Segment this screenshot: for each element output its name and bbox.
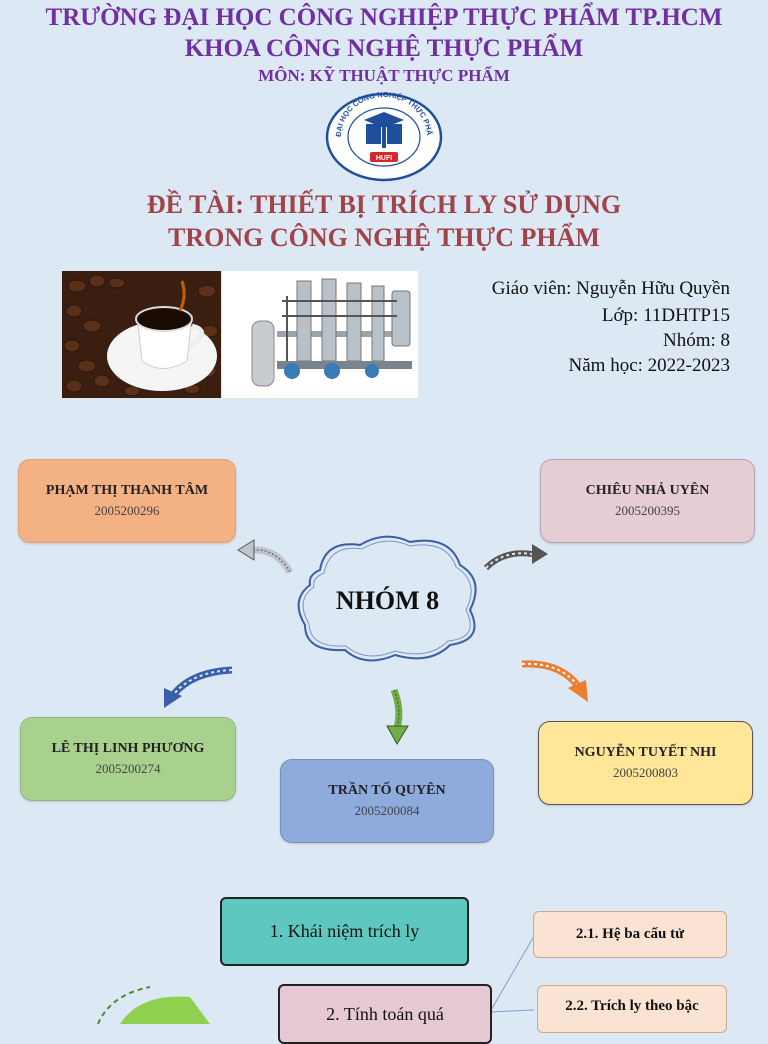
green-arrow-decoration bbox=[97, 986, 210, 1024]
member-id: 2005200395 bbox=[615, 503, 680, 518]
member-name: PHẠM THỊ THANH TÂM bbox=[45, 483, 209, 498]
topic-line-2: TRONG CÔNG NGHỆ THỰC PHẨM bbox=[168, 223, 600, 252]
member-id: 2005200803 bbox=[613, 765, 678, 780]
connector-lines bbox=[490, 935, 535, 1013]
member-name: NGUYỄN TUYẾT NHI bbox=[574, 745, 717, 760]
member-id: 2005200274 bbox=[95, 761, 161, 776]
university-logo: ĐẠI HỌC CÔNG NGHIỆP THỰC PHẨM TP.HỒ CHÍ … bbox=[324, 92, 443, 182]
topic-line-1: ĐỀ TÀI: THIẾT BỊ TRÍCH LY SỬ DỤNG bbox=[146, 190, 622, 219]
member-name: LÊ THỊ LINH PHƯƠNG bbox=[51, 741, 205, 756]
member-id: 2005200084 bbox=[354, 803, 420, 818]
member-name: CHIÊU NHẢ UYÊN bbox=[585, 483, 710, 498]
center-label: NHÓM 8 bbox=[335, 586, 440, 615]
arrow-to-member-5-icon bbox=[521, 660, 588, 702]
member-name: TRẦN TỐ QUYÊN bbox=[328, 783, 446, 798]
teacher-info: Giáo viên: Nguyễn Hữu Quyền bbox=[491, 278, 730, 299]
arrow-to-member-4-icon bbox=[386, 688, 409, 745]
member-card-tran-to-quyen: TRẦN TỐ QUYÊN 2005200084 bbox=[280, 759, 494, 843]
member-card-le-thi-linh-phuong: LÊ THỊ LINH PHƯƠNG 2005200274 bbox=[20, 717, 236, 801]
member-card-pham-thi-thanh-tam: PHẠM THỊ THANH TÂM 2005200296 bbox=[18, 459, 236, 543]
svg-text:HUFI: HUFI bbox=[376, 155, 392, 162]
coffee-image bbox=[62, 271, 221, 398]
faculty-title: KHOA CÔNG NGHỆ THỰC PHẨM bbox=[184, 35, 584, 62]
center-cloud-shape bbox=[297, 535, 477, 662]
extraction-equipment-image bbox=[222, 271, 418, 398]
university-title: TRƯỜNG ĐẠI HỌC CÔNG NGHIỆP THỰC PHẨM TP.… bbox=[45, 4, 723, 31]
outline-item-2: 2. Tính toán quá bbox=[278, 984, 492, 1044]
group-info: Nhóm: 8 bbox=[662, 330, 730, 351]
outline-sub-item-2-1: 2.1. Hệ ba cấu tử bbox=[533, 911, 727, 958]
arrow-to-member-2-icon bbox=[483, 544, 548, 571]
arrow-to-member-3-icon bbox=[164, 666, 233, 708]
outline-sub-item-2-2: 2.2. Trích ly theo bậc bbox=[537, 985, 727, 1033]
outline-item-1: 1. Khái niệm trích ly bbox=[220, 897, 469, 966]
subject-title: MÔN: KỸ THUẬT THỰC PHẨM bbox=[258, 66, 510, 85]
class-info: Lớp: 11DHTP15 bbox=[601, 305, 730, 326]
member-card-nguyen-tuyet-nhi: NGUYỄN TUYẾT NHI 2005200803 bbox=[538, 721, 753, 805]
school-year-info: Năm học: 2022-2023 bbox=[568, 355, 730, 376]
arrow-to-member-1-icon bbox=[237, 539, 294, 574]
member-card-chieu-nha-uyen: CHIÊU NHẢ UYÊN 2005200395 bbox=[540, 459, 755, 543]
member-id: 2005200296 bbox=[94, 503, 160, 518]
